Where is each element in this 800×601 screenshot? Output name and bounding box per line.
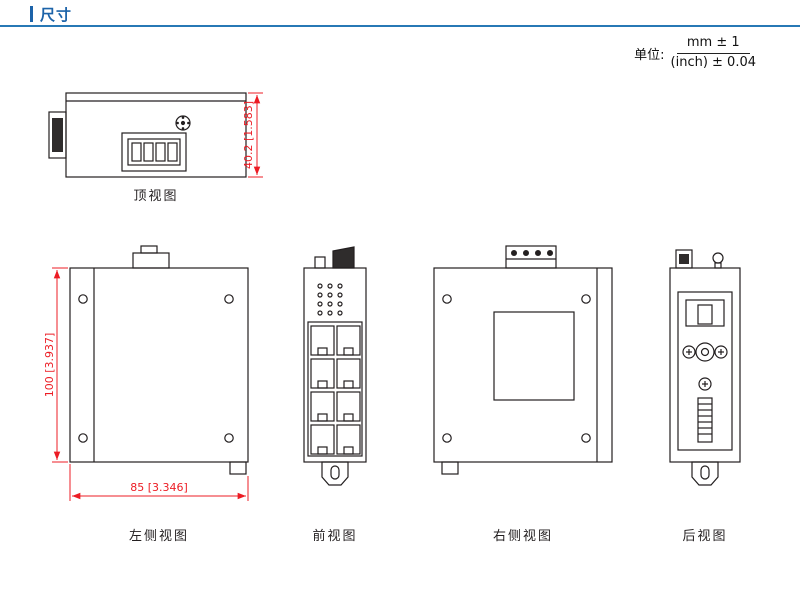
left-view-height-dimension <box>52 267 68 463</box>
nameplate <box>493 311 575 401</box>
right-view-body <box>433 267 613 463</box>
rj45-port <box>336 325 361 356</box>
rear-mounting-tab <box>691 461 719 486</box>
top-view-label: 顶视图 <box>133 189 178 204</box>
page-title: 尺寸 <box>40 6 73 24</box>
front-view-label: 前视图 <box>312 528 357 544</box>
left-view-drawing <box>69 245 249 475</box>
rj45-port-block <box>307 321 363 457</box>
right-view-drawing <box>433 245 613 475</box>
front-view-drawing <box>303 246 367 486</box>
rj45-port <box>310 325 335 356</box>
left-view-label: 左侧视图 <box>129 529 189 544</box>
rj45-port <box>336 424 361 455</box>
top-view-connector <box>48 111 67 159</box>
rj45-port <box>336 358 361 389</box>
unit-metric: mm ± 1 <box>676 35 750 54</box>
top-view-drawing <box>48 92 247 178</box>
rj45-port <box>310 391 335 422</box>
left-view-width-dimension <box>69 464 249 501</box>
led-indicators <box>317 283 343 316</box>
unit-fraction: mm ± 1 (inch) ± 0.04 <box>670 35 756 71</box>
rj45-port <box>310 424 335 455</box>
rear-view-body <box>669 267 741 463</box>
top-view-body <box>65 92 247 178</box>
unit-imperial: (inch) ± 0.04 <box>670 54 756 70</box>
rj45-port <box>310 358 335 389</box>
right-view-label: 右侧视图 <box>493 529 553 544</box>
terminal-block <box>121 132 187 172</box>
front-view-body <box>303 267 367 463</box>
front-mounting-tab <box>321 461 349 486</box>
left-width-dimension-label: 85 [3.346] <box>130 481 188 494</box>
top-height-dimension-label: 40.2 [1.583] <box>242 101 255 169</box>
din-rail-mount <box>677 291 733 451</box>
left-height-dimension-label: 100 [3.937] <box>43 333 56 398</box>
left-view-body <box>69 267 249 463</box>
right-top-terminal <box>505 245 557 269</box>
unit-note: 单位: mm ± 1 (inch) ± 0.04 <box>634 35 756 71</box>
rj45-port <box>336 391 361 422</box>
header-rule <box>0 25 800 27</box>
header-accent-bar <box>30 6 33 22</box>
ground-screw-icon <box>175 115 191 131</box>
din-spring <box>697 397 713 443</box>
rear-view-drawing <box>669 249 741 486</box>
unit-label: 单位: <box>634 47 665 63</box>
rear-view-label: 后视图 <box>682 529 727 544</box>
top-view-dimension <box>248 92 263 178</box>
